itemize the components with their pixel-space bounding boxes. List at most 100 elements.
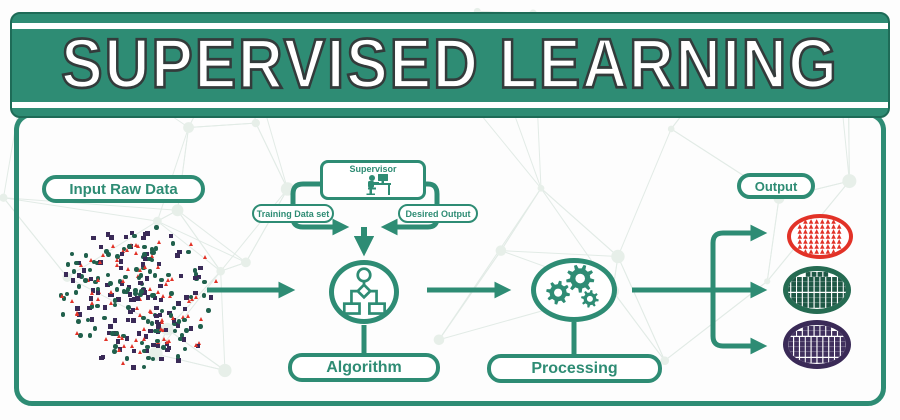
scatter-point — [145, 231, 150, 236]
scatter-point — [112, 298, 118, 303]
output-class-green-ellipse: ■■■■■■■■■■■■■■■■■■■■■■■■■■■■■■■■■■■■■■■■… — [783, 266, 851, 314]
supervisor-label: Supervisor — [349, 164, 397, 174]
scatter-point — [202, 279, 207, 285]
scatter-point — [73, 260, 79, 266]
scatter-point — [152, 296, 158, 301]
scatter-point — [165, 278, 170, 283]
scatter-point — [70, 278, 76, 283]
scatter-point — [141, 348, 147, 354]
banner-stripe-bottom — [12, 102, 888, 108]
scatter-point — [126, 318, 131, 323]
scatter-point — [156, 239, 161, 244]
scatter-point — [208, 295, 214, 300]
scatter-point — [136, 244, 141, 249]
scatter-point — [95, 297, 100, 302]
scatter-point — [141, 337, 146, 342]
scatter-point — [141, 315, 146, 321]
raw-data-scatter — [55, 217, 220, 377]
scatter-point — [136, 275, 142, 281]
scatter-point — [189, 296, 194, 301]
processing-label: Processing — [487, 354, 662, 383]
scatter-point — [101, 253, 106, 258]
scatter-point — [88, 276, 94, 282]
scatter-point — [162, 337, 167, 342]
scatter-point — [79, 263, 84, 268]
scatter-point — [149, 309, 154, 314]
scatter-point — [171, 318, 177, 323]
scatter-point — [164, 281, 169, 286]
scatter-point — [159, 356, 164, 362]
scatter-point — [133, 251, 138, 256]
scatter-point — [149, 246, 155, 252]
scatter-point — [105, 252, 111, 257]
scatter-point — [142, 244, 147, 250]
scatter-point — [168, 234, 174, 239]
algorithm-node — [329, 260, 399, 324]
scatter-point — [163, 327, 169, 333]
scatter-point — [193, 290, 198, 296]
scatter-point — [98, 244, 104, 250]
input-raw-data-text: Input Raw Data — [69, 180, 178, 198]
scatter-point — [86, 278, 91, 283]
scatter-point — [111, 244, 116, 249]
scatter-point — [169, 276, 174, 281]
scatter-point — [125, 247, 130, 252]
scatter-point — [112, 302, 118, 308]
scatter-point — [91, 259, 97, 265]
scatter-point — [193, 272, 199, 277]
scatter-point — [188, 294, 194, 300]
scatter-point — [76, 283, 82, 289]
scatter-point — [92, 326, 98, 331]
scatter-point — [172, 328, 178, 334]
scatter-point — [144, 348, 149, 354]
scatter-point — [158, 297, 164, 303]
scatter-point — [177, 336, 183, 342]
scatter-point — [85, 317, 91, 323]
scatter-point — [185, 313, 190, 318]
scatter-point — [145, 318, 151, 324]
desired-output-text: Desired Output — [405, 208, 471, 219]
scatter-point — [106, 330, 111, 336]
scatter-point — [144, 251, 150, 257]
scatter-point — [175, 354, 181, 360]
scatter-point — [90, 290, 95, 295]
scatter-point — [144, 276, 150, 281]
scatter-point — [150, 356, 156, 362]
scatter-point — [181, 337, 187, 342]
scatter-point — [114, 286, 120, 292]
scatter-point — [145, 295, 151, 300]
scatter-point — [142, 290, 147, 295]
scatter-point — [182, 307, 188, 312]
scatter-point — [176, 358, 181, 363]
scatter-point — [197, 340, 202, 345]
scatter-point — [75, 330, 80, 335]
scatter-point — [115, 254, 120, 260]
processing-text: Processing — [531, 359, 618, 377]
scatter-point — [178, 273, 183, 279]
scatter-point — [176, 319, 182, 324]
scatter-point — [137, 296, 142, 301]
scatter-point — [154, 313, 159, 319]
scatter-point — [108, 292, 113, 298]
scatter-point — [108, 324, 113, 330]
scatter-point — [213, 278, 218, 283]
scatter-point — [115, 298, 120, 303]
scatter-point — [90, 317, 95, 322]
scatter-point — [142, 326, 147, 331]
scatter-point — [135, 305, 140, 310]
output-label: Output — [737, 173, 815, 199]
scatter-point — [120, 248, 125, 253]
scatter-point — [165, 347, 170, 353]
scatter-point — [96, 277, 101, 282]
scatter-point — [65, 262, 71, 267]
scatter-point — [106, 232, 111, 237]
scatter-point — [201, 293, 207, 298]
scatter-point — [179, 333, 185, 338]
scatter-point — [114, 331, 120, 336]
scatter-point — [142, 251, 147, 257]
scatter-point — [129, 230, 135, 235]
scatter-point — [132, 233, 138, 239]
scatter-point — [138, 280, 143, 286]
scatter-point — [155, 338, 160, 344]
scatter-point — [71, 269, 77, 274]
